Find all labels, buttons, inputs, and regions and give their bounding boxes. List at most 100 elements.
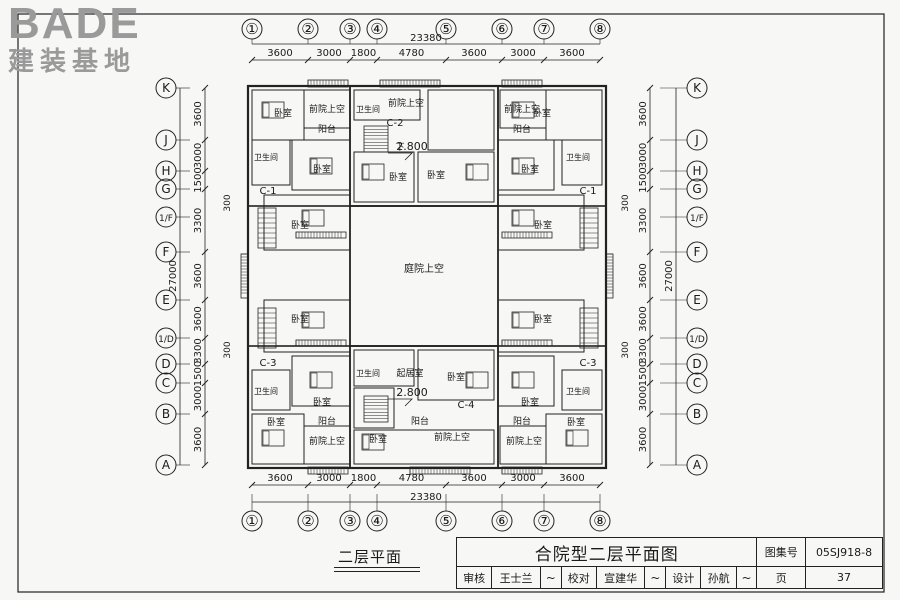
room-label-yard-void: 前院上空 bbox=[309, 435, 345, 447]
right-total-value: 27000 bbox=[664, 260, 675, 292]
bed-icon bbox=[309, 371, 333, 389]
room-label-bedroom: 卧室 bbox=[274, 107, 292, 119]
left-dimension-tick bbox=[201, 185, 209, 193]
row-label: A bbox=[162, 458, 171, 472]
atlas-number: 05SJ918-8 bbox=[805, 537, 883, 567]
sheet-frame bbox=[17, 13, 885, 593]
row-label: G bbox=[692, 182, 701, 196]
room-label-bedroom: 卧室 bbox=[533, 107, 551, 119]
bed-icon bbox=[261, 429, 285, 447]
right-dimension-tick bbox=[646, 136, 654, 144]
check-label: 校对 bbox=[560, 566, 597, 589]
row-label: B bbox=[162, 407, 170, 421]
column-label: ⑧ bbox=[593, 20, 606, 38]
top-dimension-value: 3000 bbox=[316, 48, 341, 59]
plan-drawing bbox=[155, 18, 708, 532]
row-label: F bbox=[694, 245, 701, 259]
bottom-dimension-tick bbox=[442, 481, 450, 489]
room-partition bbox=[499, 425, 547, 465]
bed-icon bbox=[511, 209, 535, 227]
top-dimension-tick bbox=[540, 56, 548, 64]
checker-name: 宣建华 bbox=[595, 566, 646, 589]
column-label: ③ bbox=[343, 512, 356, 530]
top-dimension-value: 3600 bbox=[267, 48, 292, 59]
room-label-balcony: 阳台 bbox=[513, 123, 531, 135]
column-label: ③ bbox=[343, 20, 356, 38]
drawing-title-underline bbox=[334, 567, 420, 572]
page-label: 页 bbox=[756, 566, 807, 589]
left-dimension-tick bbox=[201, 360, 209, 368]
bottom-dimension-value: 3600 bbox=[267, 473, 292, 484]
left-small-dim: 300 bbox=[223, 341, 233, 358]
room-label-yard-void: 前院上空 bbox=[506, 435, 542, 447]
room-label-bedroom: 卧室 bbox=[521, 396, 539, 408]
room-partition bbox=[303, 425, 351, 465]
room-partition bbox=[497, 299, 585, 353]
left-dimension-value: 3000 bbox=[193, 386, 204, 411]
row-label: D bbox=[692, 357, 701, 371]
level-mark: 2.800 bbox=[396, 140, 428, 153]
column-label: ② bbox=[301, 20, 314, 38]
reviewer-signature: ~ bbox=[539, 566, 562, 589]
right-dimension-tick bbox=[646, 461, 654, 469]
room-label-yard-void: 前院上空 bbox=[504, 103, 540, 115]
left-dimension-value: 3600 bbox=[193, 427, 204, 452]
room-label-balcony: 阳台 bbox=[411, 415, 429, 427]
left-dimension-tick bbox=[201, 248, 209, 256]
left-dimension-value: 1500 bbox=[193, 361, 204, 386]
left-dimension-value: 3300 bbox=[193, 338, 204, 363]
bed-icon bbox=[511, 371, 535, 389]
bed-icon bbox=[465, 371, 489, 389]
balcony-railing bbox=[501, 339, 553, 347]
right-dimension-tick bbox=[646, 379, 654, 387]
room-label-courtyard-void: 庭院上空 bbox=[404, 262, 444, 275]
right-dimension-tick bbox=[646, 167, 654, 175]
room-partition bbox=[263, 299, 351, 353]
top-dimension-value: 3000 bbox=[510, 48, 535, 59]
room-label-bedroom: 卧室 bbox=[313, 163, 331, 175]
room-partition bbox=[497, 139, 555, 191]
room-label-balcony: 阳台 bbox=[513, 415, 531, 427]
bed-icon bbox=[309, 157, 333, 175]
left-dimension-value: 3300 bbox=[193, 208, 204, 233]
room-partition bbox=[427, 89, 495, 151]
bed-pillow-icon bbox=[466, 372, 474, 388]
left-dimension-value: 3000 bbox=[193, 143, 204, 168]
room-label-bedroom: 卧室 bbox=[534, 313, 552, 325]
left-dimension-tick bbox=[201, 461, 209, 469]
column-label: ⑥ bbox=[495, 512, 508, 530]
column-label: ⑧ bbox=[593, 512, 606, 530]
column-label: ⑦ bbox=[537, 20, 550, 38]
column-label: ① bbox=[245, 512, 258, 530]
right-dimension-value: 3600 bbox=[638, 263, 649, 288]
top-dimension-tick bbox=[596, 56, 604, 64]
room-label-bedroom: 卧室 bbox=[313, 396, 331, 408]
right-small-dim: 300 bbox=[621, 194, 631, 211]
balcony-railing bbox=[295, 339, 347, 347]
review-label: 审核 bbox=[455, 566, 493, 589]
top-dimension-tick bbox=[373, 56, 381, 64]
room-partition bbox=[353, 429, 495, 465]
room-label-bedroom: 卧室 bbox=[567, 416, 585, 428]
row-label: J bbox=[163, 133, 168, 147]
bed-pillow-icon bbox=[310, 158, 318, 174]
room-partition bbox=[353, 349, 415, 387]
left-dimension-tick bbox=[201, 379, 209, 387]
right-dimension-tick bbox=[646, 185, 654, 193]
bed-pillow-icon bbox=[262, 430, 270, 446]
right-dimension-tick bbox=[646, 84, 654, 92]
row-label: 1/D bbox=[158, 335, 174, 345]
column-label: ② bbox=[301, 512, 314, 530]
bed-icon bbox=[361, 163, 385, 181]
left-dimension-value: 3600 bbox=[193, 101, 204, 126]
row-label: C bbox=[162, 376, 170, 390]
title-block-title: 合院型二层平面图 bbox=[455, 537, 758, 567]
bottom-dimension-value: 3000 bbox=[510, 473, 535, 484]
right-dimension-value: 3000 bbox=[638, 143, 649, 168]
room-partition bbox=[263, 194, 351, 251]
top-dimension-tick bbox=[498, 56, 506, 64]
bed-pillow-icon bbox=[362, 434, 370, 450]
left-dimension-tick bbox=[201, 296, 209, 304]
bed-icon bbox=[511, 101, 535, 119]
